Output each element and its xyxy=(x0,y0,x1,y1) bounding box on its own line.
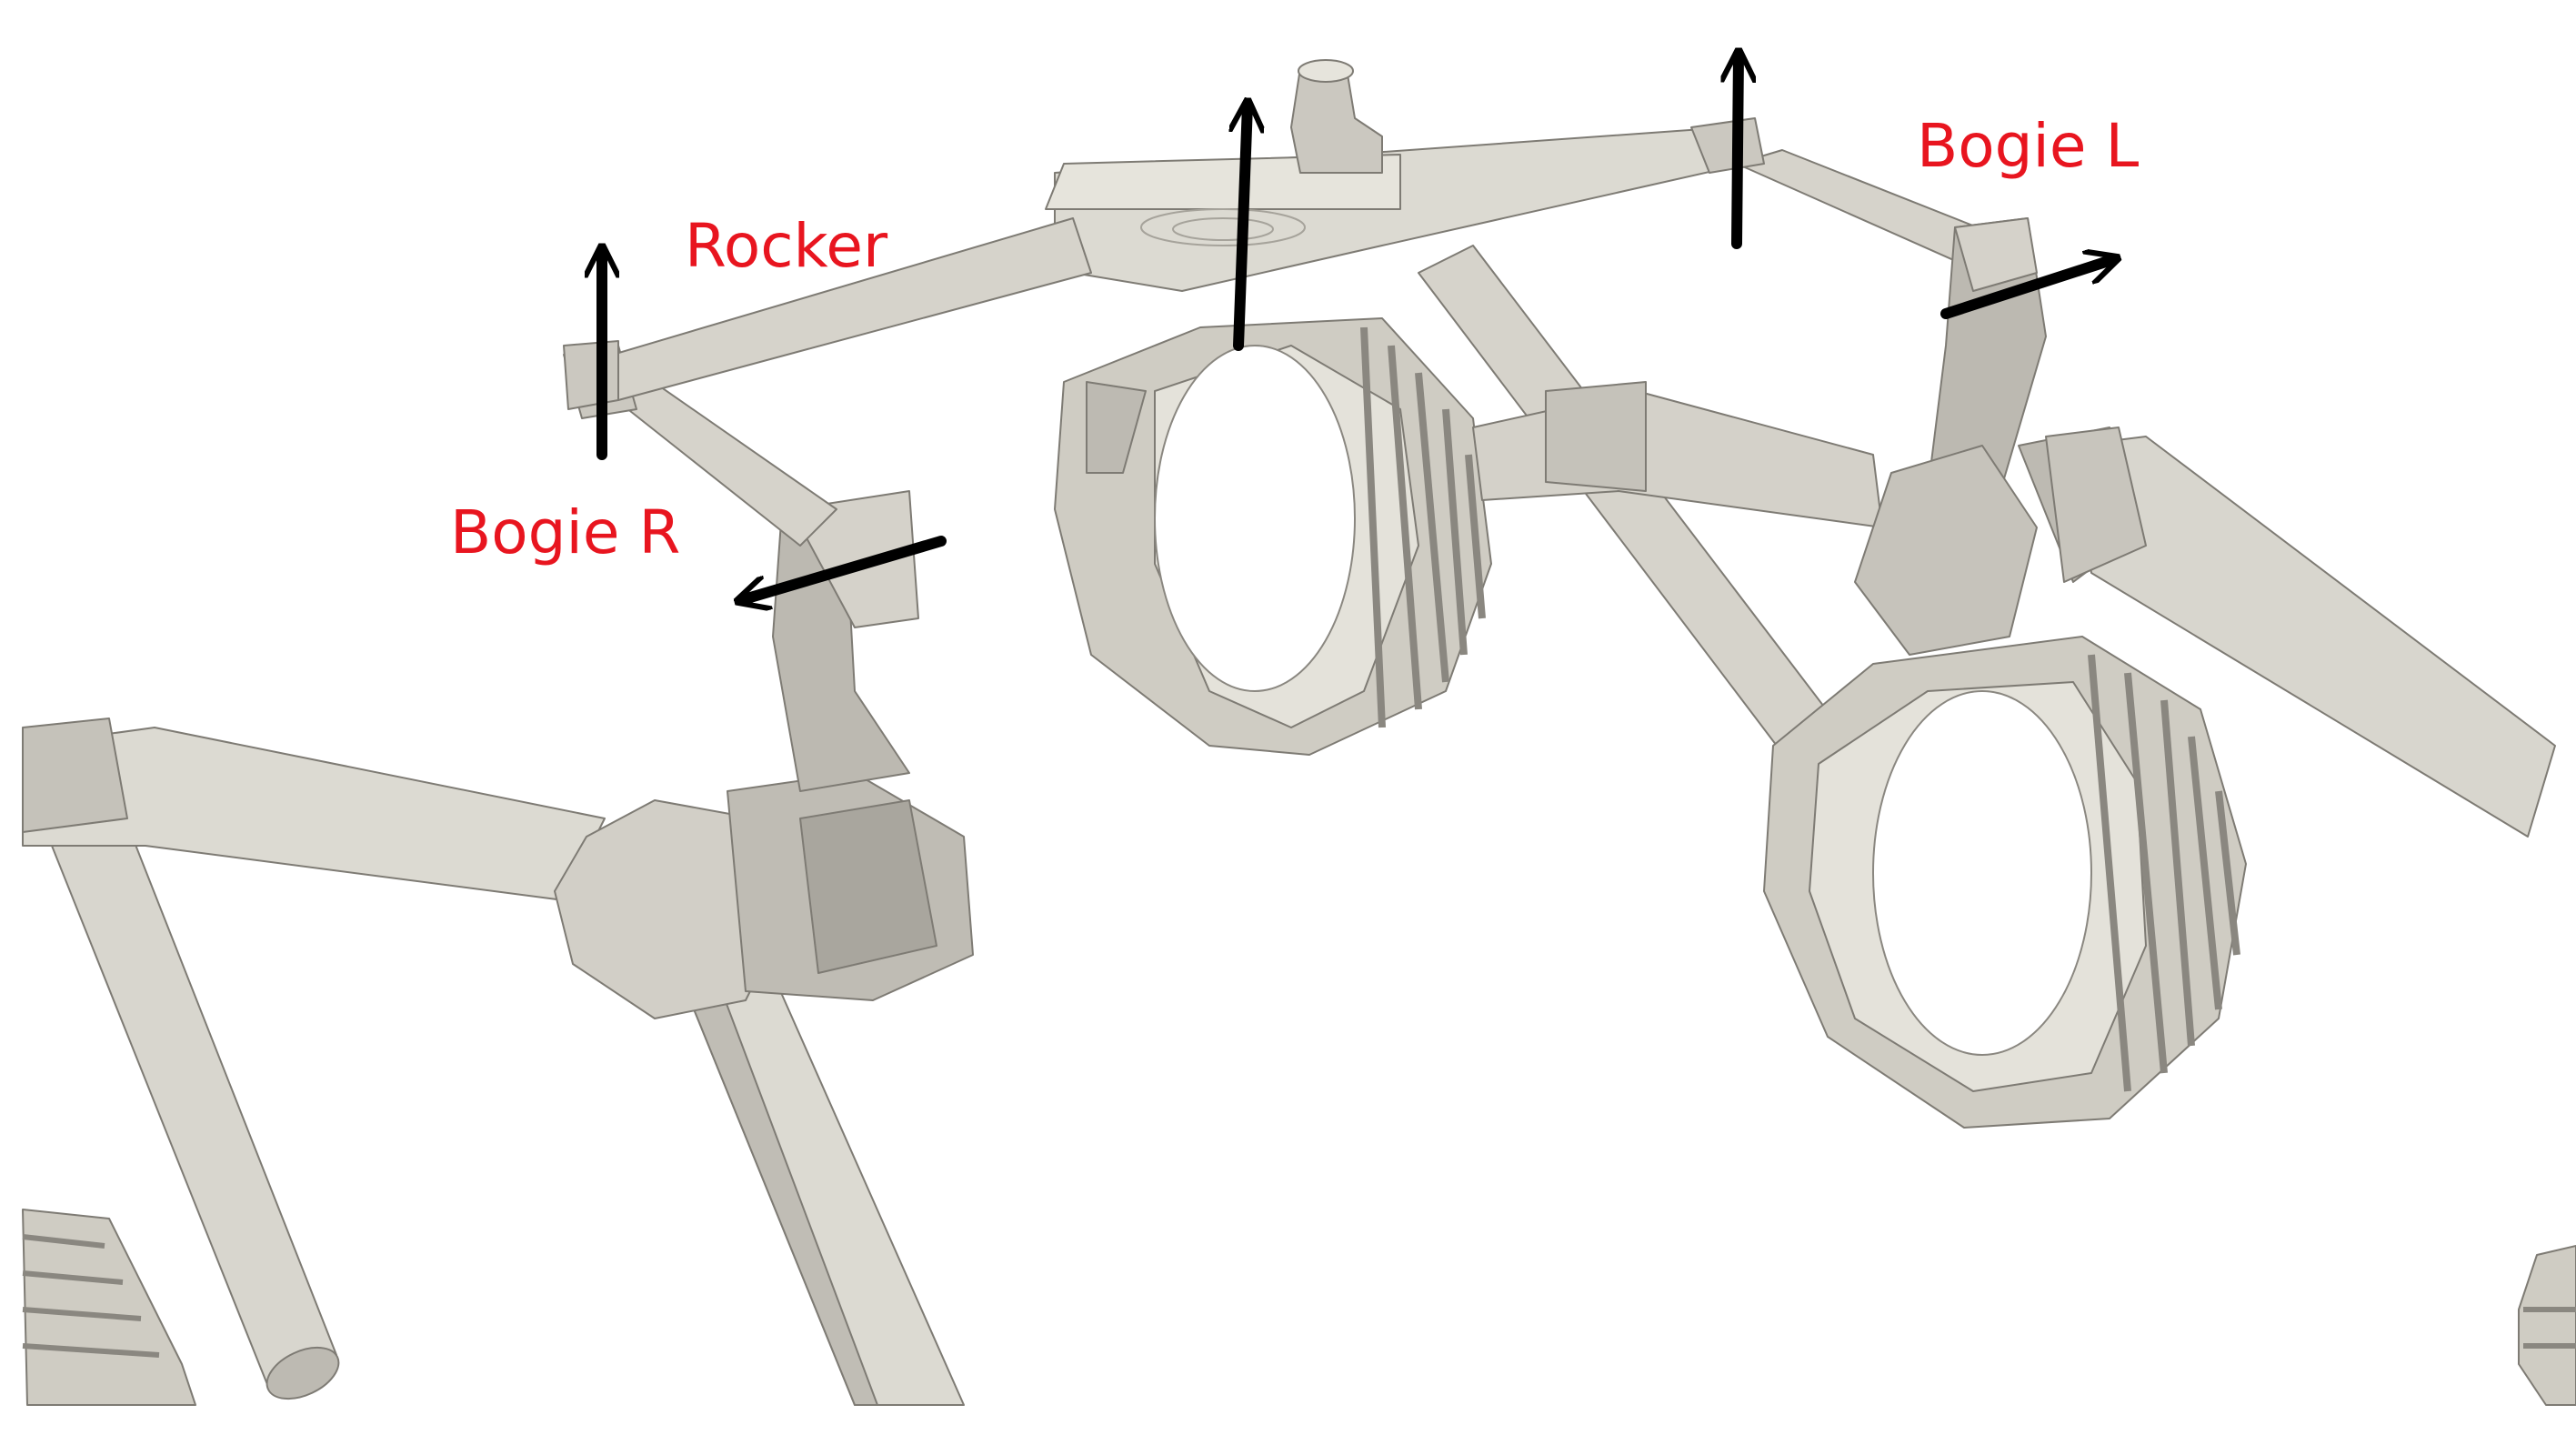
arrow-bogie-r-axis xyxy=(741,536,947,600)
label-bogie-r: Bogie R xyxy=(450,497,680,567)
leg-right-bogie xyxy=(2045,426,2556,838)
label-bogie-l: Bogie L xyxy=(1917,111,2139,181)
bogie-l-hub xyxy=(1736,149,2147,656)
wheel-bottom-right xyxy=(2518,1245,2576,1406)
arrow-rocker-center-up xyxy=(1238,105,1248,351)
wheel-right-front xyxy=(1763,636,2247,1129)
rover-mechanism xyxy=(22,59,2576,1406)
arrow-rocker-right-up xyxy=(1737,55,1739,249)
leg-left-bogie xyxy=(22,718,965,1406)
wheel-center xyxy=(1054,317,1492,756)
wheel-bottom-left xyxy=(22,1209,196,1406)
arrows xyxy=(602,55,2114,600)
arrow-bogie-l-axis xyxy=(1940,259,2114,319)
bogie-r-hub xyxy=(554,490,974,1019)
label-rocker: Rocker xyxy=(685,211,888,281)
rocker-beam xyxy=(563,59,1765,410)
